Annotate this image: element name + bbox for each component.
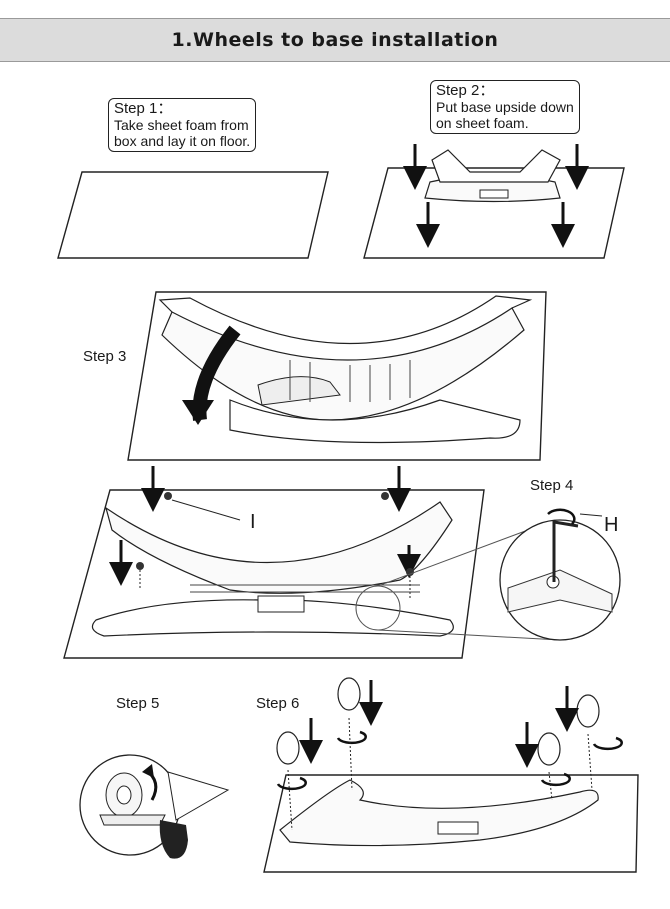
step1-line-1: Take sheet foam from [114, 117, 249, 133]
step3-base-illustration [127, 291, 547, 461]
step2-callout: Step 2： Put base upside down on sheet fo… [430, 80, 580, 134]
section-title: 1.Wheels to base installation [171, 29, 499, 51]
wrench-part-label: H [604, 514, 619, 536]
step5-caster-closeup [79, 754, 230, 859]
section-header: 1.Wheels to base installation [0, 18, 670, 62]
step2-line-1: Put base upside down [436, 99, 574, 115]
step6-base-with-casters [263, 677, 639, 873]
step2-line-2: on sheet foam. [436, 115, 529, 131]
step1-foam-sheet [57, 171, 329, 259]
step2-title: Step 2： [436, 82, 495, 99]
screw-part-label: I [250, 511, 256, 533]
step1-callout: Step 1： Take sheet foam from box and lay… [108, 98, 257, 152]
step1-line-2: box and lay it on floor. [114, 133, 251, 149]
step4-label: Step 4 [530, 477, 574, 494]
step6-label: Step 6 [256, 695, 300, 712]
step1-title: Step 1： [114, 100, 173, 117]
step3-label: Step 3 [83, 348, 127, 365]
step4-base-illustration [63, 466, 621, 659]
step5-label: Step 5 [116, 695, 160, 712]
step2-base-on-foam [363, 144, 625, 259]
